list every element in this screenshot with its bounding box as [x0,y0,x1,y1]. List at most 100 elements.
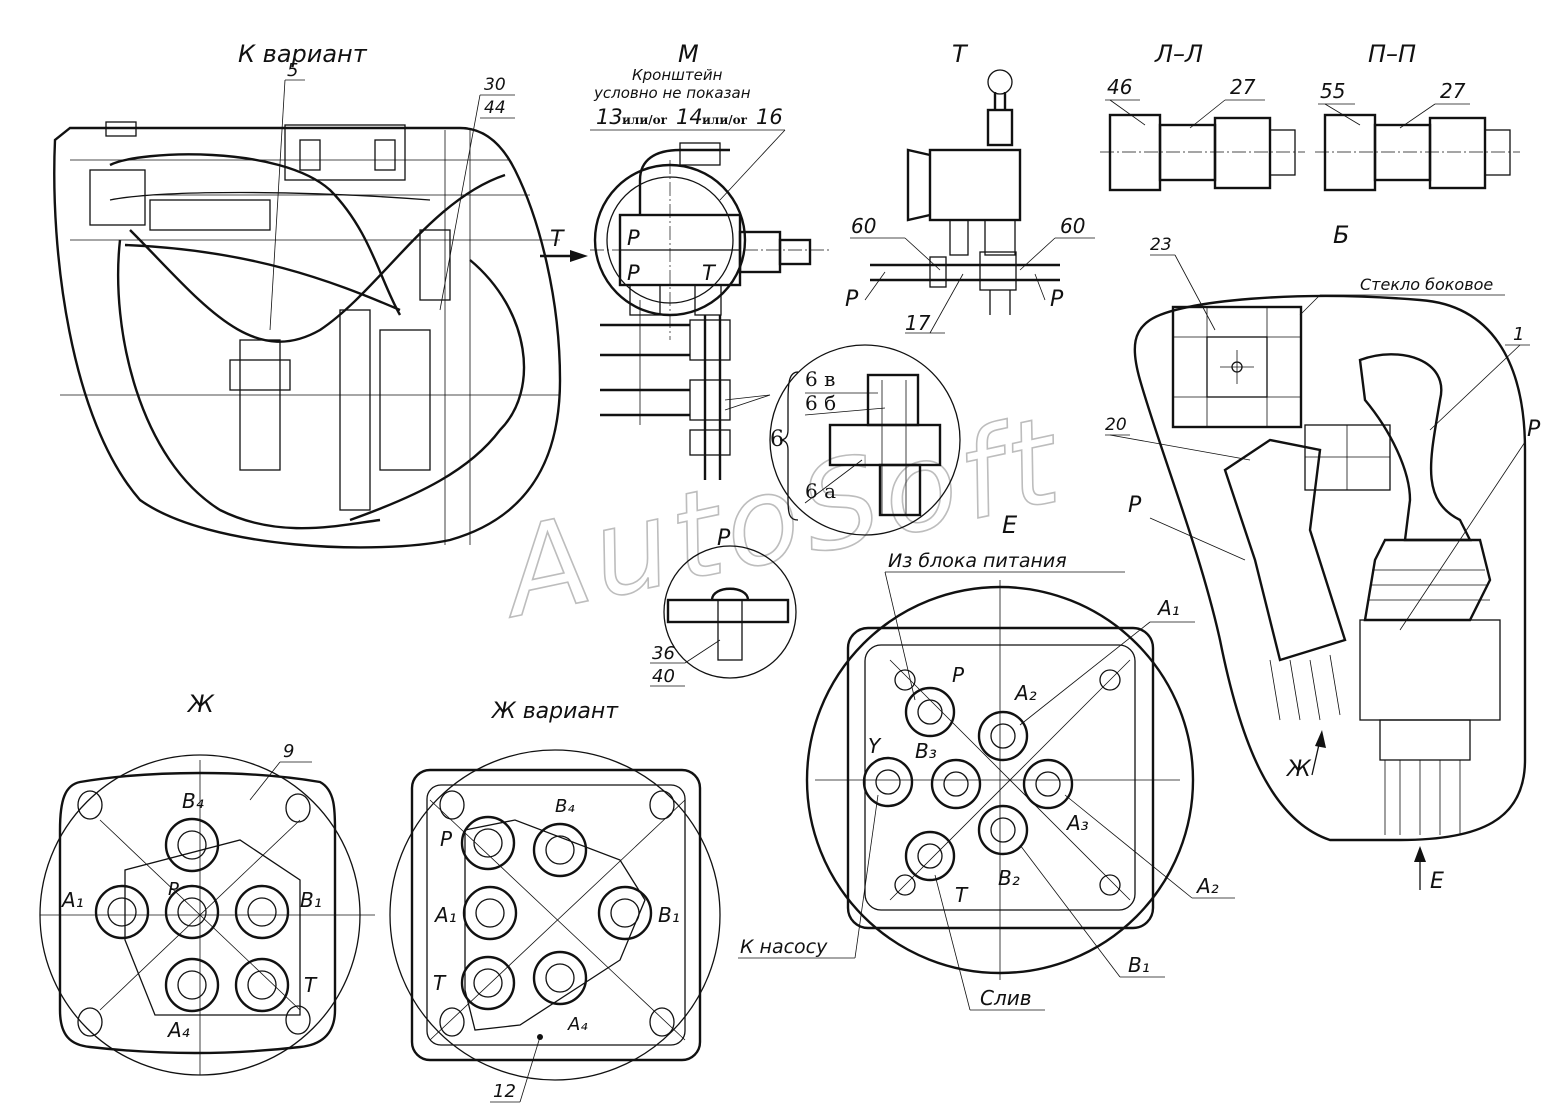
section-l-l: Л–Л 46 27 [1100,40,1305,192]
title-detail-p: Р [717,526,731,551]
label-from-power-block: Из блока питания [888,550,1067,572]
zh-label-a4: A₄ [166,1018,190,1042]
callout-36: 36 [652,643,675,664]
e-port-a2 [977,710,1029,762]
m-part-13: 13 [596,105,623,129]
m-note-not-shown: условно не показан [593,84,751,102]
zh-port-a1 [94,884,150,940]
view-zh-variant: Ж вариант P B₄ A₁ B₁ T A₄ 12 [389,699,721,1103]
b-port-p-right: P [1527,417,1541,442]
e-port-b2 [977,804,1029,856]
title-zh-variant: Ж вариант [490,699,619,724]
callout-6: 6 [770,427,784,452]
arrow-t-label: Т [550,227,565,252]
title-b: Б [1333,221,1349,249]
zhv-label-p: P [440,827,453,851]
zh-port-b4 [164,817,220,873]
callout-55: 55 [1320,79,1345,103]
callout-40: 40 [652,666,675,687]
zhv-label-t: T [433,971,447,995]
callout-46: 46 [1107,75,1132,99]
callout-27b: 27 [1440,79,1466,103]
m-note-bracket: Кронштейн [632,66,723,84]
callout-60b: 60 [1060,214,1085,238]
e-callout-b1: B₁ [1128,953,1150,977]
label-to-pump: К насосу [740,936,828,958]
e-label-a2: A₂ [1013,681,1037,705]
zhv-label-a4: A₄ [567,1014,588,1035]
zhv-port-b1 [597,885,653,941]
zhv-port-b4 [532,822,588,878]
e-label-p: P [952,663,965,687]
detail-p: Р 36 40 [650,526,797,687]
callout-1: 1 [1513,324,1524,345]
m-part-14: 14 [676,105,703,129]
view-m: М Кронштейн условно не показан 13 или/or… [540,40,961,536]
title-zh: Ж [186,690,215,718]
zh-label-t: T [304,973,318,997]
title-e: Е [1002,511,1018,539]
zhv-label-b1: B₁ [658,903,680,927]
zh-label-b1: B₁ [300,888,322,912]
label-side-glass: Стекло боковое [1360,275,1493,294]
zhv-port-p [460,815,516,871]
e-label-y: Y [868,734,882,758]
label-drain: Слив [980,986,1032,1010]
e-port-a3 [1022,758,1074,810]
m-port-p2: P [627,261,640,285]
m-port-t: T [702,261,717,285]
e-label-b3: B₃ [915,739,937,763]
e-port-y [862,756,914,808]
view-t: Т 60 60 P P 17 [845,40,1095,335]
view-k-variant: К вариант 5 30 44 [53,40,562,549]
b-port-p-left: P [1128,493,1142,518]
callout-6b: 6 б [805,391,836,415]
zh-label-p: P [168,879,179,900]
view-e: Е Из блока питания P A₂ Y B₃ A₃ B₂ T A₁ [738,511,1235,1011]
zh-port-a4 [164,957,220,1013]
callout-23: 23 [1150,235,1172,255]
zhv-port-t [460,955,516,1011]
section-p-p: П–П 55 27 [1315,40,1520,192]
zh-port-t [234,957,290,1013]
zh-label-b4: B₄ [182,789,204,813]
callout-60a: 60 [851,214,876,238]
callout-20: 20 [1105,415,1127,435]
e-port-b3 [930,758,982,810]
e-label-a1: A₁ [1156,596,1180,620]
t-port-p-right: P [1050,287,1064,312]
m-part-16: 16 [756,105,783,129]
zh-port-b1 [234,884,290,940]
leader-5 [269,79,286,331]
zhv-label-b4: B₄ [555,796,575,817]
zhv-port-a4 [532,950,588,1006]
e-port-t [904,830,956,882]
callout-17: 17 [905,311,931,335]
e-label-t: T [955,883,969,907]
zhv-port-a1 [462,885,518,941]
e-label-b2: B₂ [998,866,1020,890]
callout-27a: 27 [1230,75,1256,99]
zh-port-p [164,884,220,940]
e-label-a3: A₃ [1065,811,1089,835]
callout-44: 44 [484,98,506,118]
view-b: Б Стекло боковое 23 1 [1105,221,1541,894]
title-m: М [678,40,699,68]
m-or-1: или/or [622,113,668,127]
title-p-p: П–П [1368,40,1416,68]
zhv-label-a1: A₁ [433,903,457,927]
m-port-p1: P [627,226,640,250]
title-k-variant: К вариант [238,40,368,68]
arrow-zh-label: Ж [1285,757,1312,782]
zh-label-a1: A₁ [60,888,84,912]
callout-30: 30 [484,75,506,95]
m-or-2: или/or [702,113,748,127]
e-port-p [904,686,956,738]
callout-12: 12 [493,1081,516,1102]
callout-6v: 6 в [805,367,835,391]
e-callout-a2: A₂ [1195,874,1219,898]
title-t: Т [952,40,969,68]
title-l-l: Л–Л [1154,40,1203,68]
